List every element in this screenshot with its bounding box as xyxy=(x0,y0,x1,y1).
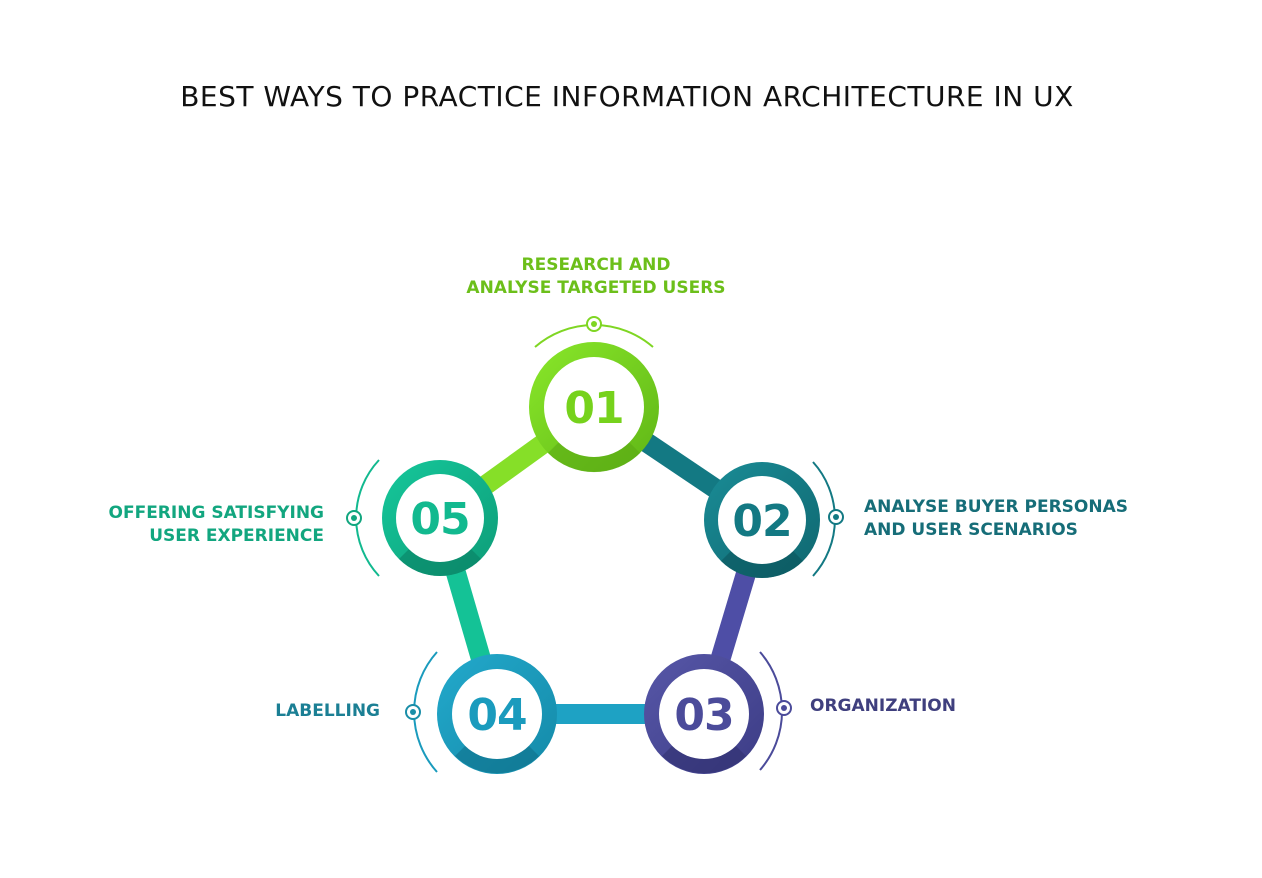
arc-marker-02 xyxy=(812,461,844,577)
step-label-02: ANALYSE BUYER PERSONAS AND USER SCENARIO… xyxy=(864,496,1128,542)
step-label-03-line-1: ORGANIZATION xyxy=(810,696,956,716)
step-number-02: 02 xyxy=(732,496,791,547)
step-label-01: RESEARCH AND ANALYSE TARGETED USERS xyxy=(446,254,746,300)
arc-marker-04 xyxy=(405,651,438,773)
step-label-01-line-2: ANALYSE TARGETED USERS xyxy=(466,278,726,298)
step-node-02: 02 xyxy=(704,462,820,578)
step-number-03: 03 xyxy=(674,690,733,741)
step-number-05: 05 xyxy=(410,494,469,545)
step-number-01: 01 xyxy=(564,383,623,434)
step-node-03: 03 xyxy=(644,654,764,774)
step-label-02-line-2: AND USER SCENARIOS xyxy=(864,520,1078,540)
step-label-04: LABELLING xyxy=(180,700,380,723)
step-label-04-line-1: LABELLING xyxy=(275,701,380,721)
step-label-05: OFFERING SATISFYING USER EXPERIENCE xyxy=(60,502,324,548)
step-label-01-line-1: RESEARCH AND xyxy=(521,255,671,275)
arc-marker-05 xyxy=(346,459,380,577)
step-number-04: 04 xyxy=(467,690,526,741)
step-node-04: 04 xyxy=(437,654,557,774)
arc-marker-03 xyxy=(759,651,792,771)
arc-marker-01 xyxy=(534,316,654,348)
step-node-01: 01 xyxy=(529,342,659,473)
step-label-03: ORGANIZATION xyxy=(810,695,956,718)
step-label-02-line-1: ANALYSE BUYER PERSONAS xyxy=(864,497,1128,517)
page-title: BEST WAYS TO PRACTICE INFORMATION ARCHIT… xyxy=(180,80,1074,113)
step-label-05-line-1: OFFERING SATISFYING xyxy=(108,503,324,523)
step-label-05-line-2: USER EXPERIENCE xyxy=(149,526,324,546)
step-node-05: 05 xyxy=(382,460,498,576)
